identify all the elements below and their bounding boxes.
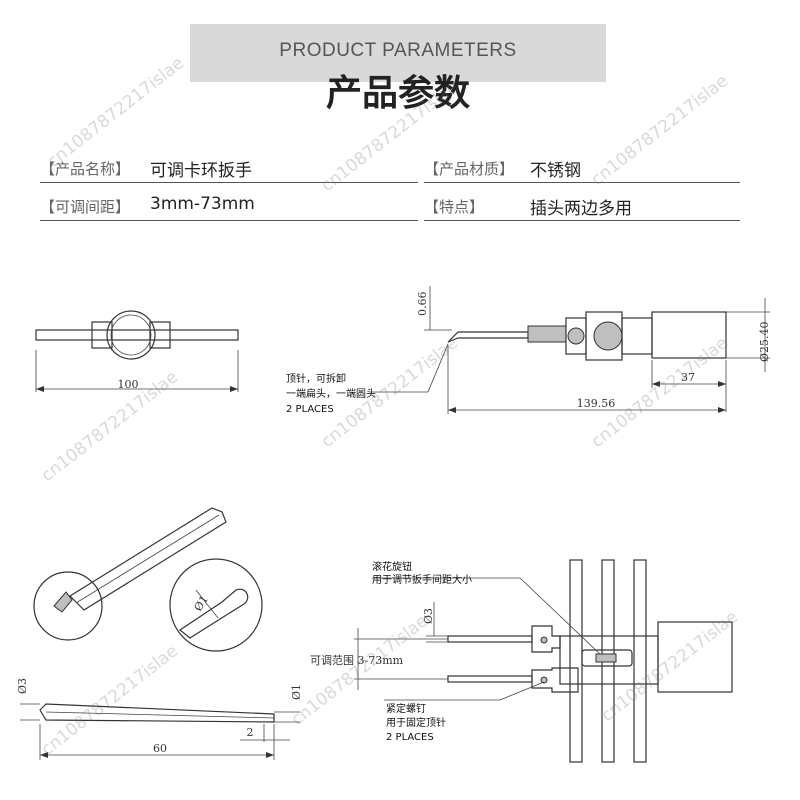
dim-pin-tip-height: 0.66 [416,292,429,317]
param-feature: 【特点】 插头两边多用 [424,196,740,221]
note-knob-1: 滚花旋钮 [372,560,412,573]
top-view: 100 [35,310,239,392]
dim-pin-diameter: Ø3 [16,678,29,694]
dim-pin-tip-length: 2 [247,726,254,739]
top-view-knob-inner [110,314,152,356]
knob-slot [595,653,617,663]
note-knob-2: 用于调节扳手间距大小 [372,573,472,586]
dim-assembly-pin-diameter: Ø3 [422,608,435,624]
pin-tip-flat [53,591,73,613]
param-key: 【产品名称】 [40,160,131,178]
header-title-cn: 产品参数 [325,73,470,114]
param-value: 3mm-73mm [150,194,255,214]
side-handle [651,311,727,359]
set-screw-lower [540,676,548,684]
note-pin-1: 顶针，可拆卸 [286,372,346,385]
param-product-name: 【产品名称】 可调卡环扳手 [40,158,418,183]
rod-1 [569,559,583,763]
pin-detail-circle-right [169,558,263,652]
side-view: 0.66 Ø25.40 37 139.56 顶针，可拆卸 一端扁头，一端圆头 2… [286,286,771,415]
param-value: 插头两边多用 [530,199,632,219]
assembly-handle [657,621,733,693]
side-knob-wheel [593,321,623,351]
note-screw-3: 2 PLACES [386,732,434,743]
dim-overall-length: 139.56 [577,397,616,410]
side-screw [567,327,585,345]
note-screw-2: 用于固定顶针 [386,716,446,729]
pin-tip-round [178,588,249,639]
top-view-knob [106,310,156,360]
header-band [190,24,606,82]
pin-detail: Ø1 Ø3 Ø1 60 2 [16,507,303,760]
param-material: 【产品材质】 不锈钢 [424,158,740,183]
side-block-2 [621,317,653,355]
range-label: 可调范围 3-73mm [310,653,404,667]
dim-handle-length: 37 [681,371,695,384]
pin-lower [447,675,533,683]
note-pin-3: 2 PLACES [286,404,334,415]
pin-upper [447,635,533,643]
param-key: 【特点】 [424,198,485,216]
pin-detail-circle-left [33,571,103,641]
param-value: 不锈钢 [530,161,581,181]
side-pin [447,331,529,343]
top-view-collar-left [91,321,113,349]
param-value: 可调卡环扳手 [150,161,252,181]
note-screw-1: 紧定螺钉 [386,702,426,715]
param-range: 【可调间距】 3mm-73mm [40,194,418,221]
side-clamp [527,325,567,343]
dim-top-width: 100 [118,378,139,391]
assembly-view: 滚花旋钮 用于调节扳手间距大小 Ø3 可调范围 3-73mm 紧定螺钉 用于固定… [310,559,733,763]
dim-pin-tip-diameter: Ø1 [290,684,303,700]
header-title-en: PRODUCT PARAMETERS [279,40,517,61]
dim-handle-diameter: Ø25.40 [758,321,771,362]
pin-perspective [69,507,227,611]
top-view-bar [35,329,239,341]
knurled-knob [581,649,633,667]
rod-3 [633,559,647,763]
param-key: 【产品材质】 [424,160,515,178]
top-view-collar-right [149,321,171,349]
dim-pin-length: 60 [153,742,167,755]
set-screw-upper [540,636,548,644]
param-key: 【可调间距】 [40,198,131,216]
dim-pin-tip-diameter-detail: Ø1 [192,593,212,613]
clamp-lower [531,667,579,693]
note-pin-2: 一端扁头，一端圆头 [286,387,376,400]
